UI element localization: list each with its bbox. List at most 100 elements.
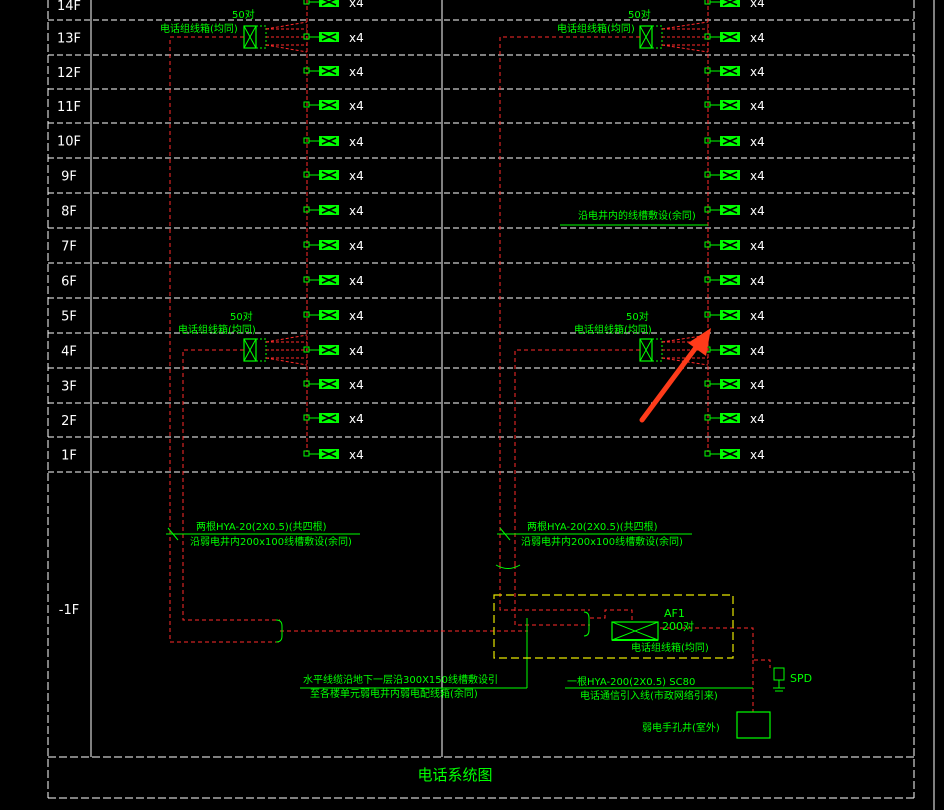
outlet-count-label: x4 bbox=[349, 344, 364, 358]
feed-cable-left-4f bbox=[182, 349, 280, 621]
tray-note: 沿电井内的线槽敷设(余同) bbox=[578, 209, 696, 222]
outlet-count-label: x4 bbox=[349, 31, 364, 45]
floor-label: 9F bbox=[61, 170, 77, 185]
outlet-cross bbox=[722, 137, 738, 145]
outlet-count-label: x4 bbox=[349, 239, 364, 253]
box-branch bbox=[661, 44, 709, 53]
outlet-cross bbox=[722, 450, 738, 458]
outlet-count-label: x4 bbox=[750, 0, 765, 10]
outlet-cross bbox=[321, 450, 337, 458]
outlet-cross bbox=[722, 206, 738, 214]
junction-box-terminal bbox=[255, 338, 267, 362]
box-branch bbox=[265, 357, 308, 366]
feed-cable-right-4f bbox=[514, 349, 640, 565]
junction-box-cross bbox=[243, 338, 257, 362]
outlet-count-label: x4 bbox=[750, 448, 765, 462]
outlet-cross bbox=[321, 276, 337, 284]
outlet-count-label: x4 bbox=[349, 204, 364, 218]
junction-box-terminal bbox=[255, 25, 267, 49]
outlet-count-label: x4 bbox=[349, 135, 364, 149]
equipment-frame bbox=[493, 594, 734, 659]
floor-label: 14F bbox=[57, 0, 81, 14]
outlet-cross bbox=[722, 67, 738, 75]
outlet-count-label: x4 bbox=[750, 31, 765, 45]
pairs-label-13f-right: 50对 bbox=[628, 8, 651, 21]
junction-box-cross bbox=[639, 25, 653, 49]
outlet-count-label: x4 bbox=[750, 239, 765, 253]
red-arrow-icon bbox=[639, 328, 711, 423]
outlet-cross bbox=[722, 311, 738, 319]
outlet-count-label: x4 bbox=[349, 0, 364, 10]
outlet-count-label: x4 bbox=[750, 378, 765, 392]
manhole-label: 弱电手孔井(室外) bbox=[642, 721, 720, 734]
riser-cable-left-1: 两根HYA-20(2X0.5)(共四根) bbox=[196, 520, 327, 533]
riser-cable-left-2: 沿弱电井内200x100线槽敷设(余同) bbox=[190, 535, 352, 548]
box-branch bbox=[661, 334, 709, 343]
diagram-title: 电话系统图 bbox=[417, 766, 492, 784]
outlet-cross bbox=[321, 67, 337, 75]
outlet-cross bbox=[722, 33, 738, 41]
outlet-cross bbox=[321, 0, 337, 6]
outlet-count-label: x4 bbox=[750, 309, 765, 323]
annotation-labels: 电话组线箱(均同) 50对 电话组线箱(均同) 50对 电话组线箱(均同) 50… bbox=[160, 8, 812, 784]
outlet-cross bbox=[321, 380, 337, 388]
outlet-cross bbox=[321, 33, 337, 41]
floor-label: 11F bbox=[57, 100, 81, 115]
outlet-count-label: x4 bbox=[349, 65, 364, 79]
feed-cable-right-down bbox=[499, 565, 590, 611]
junction-box-cross bbox=[639, 338, 653, 362]
outlet-cross bbox=[722, 171, 738, 179]
outlet-cross bbox=[321, 137, 337, 145]
af1-pairs: 200对 bbox=[662, 619, 694, 633]
box-branch bbox=[265, 334, 308, 343]
tick-mark bbox=[167, 527, 179, 541]
outlet-count-label: x4 bbox=[349, 309, 364, 323]
pairs-label-4f-left: 50对 bbox=[230, 310, 253, 323]
outlet-cross bbox=[722, 380, 738, 388]
outlet-count-label: x4 bbox=[750, 204, 765, 218]
outlet-cross bbox=[321, 414, 337, 422]
outlet-count-label: x4 bbox=[750, 135, 765, 149]
outlet-count-label: x4 bbox=[349, 448, 364, 462]
horizontal-cable-note-1: 水平线缆沿地下一层沿300X150线槽敷设引 bbox=[303, 673, 498, 686]
outlet-cross bbox=[722, 346, 738, 354]
telephone-outlet-icon bbox=[720, 0, 740, 7]
junction-box-label-4f-left: 电话组线箱(均同) bbox=[178, 323, 256, 336]
af1-lead bbox=[590, 609, 633, 620]
pairs-label-4f-right: 50对 bbox=[626, 310, 649, 323]
spd-label: SPD bbox=[790, 672, 812, 685]
feed-cable-left-13f bbox=[169, 36, 280, 643]
outlet-cross bbox=[722, 101, 738, 109]
junction-box-label-13f-right: 电话组线箱(均同) bbox=[557, 22, 635, 35]
floor-label: 8F bbox=[61, 205, 77, 220]
outlet-count-label: x4 bbox=[750, 274, 765, 288]
junction-box-label-13f-left: 电话组线箱(均同) bbox=[160, 22, 238, 35]
box-branch bbox=[661, 21, 709, 30]
outlet-count-label: x4 bbox=[750, 169, 765, 183]
floor-grid bbox=[47, 0, 935, 810]
brace-icon bbox=[275, 619, 283, 643]
outlet-cross bbox=[722, 241, 738, 249]
outlet-count-label: x4 bbox=[349, 412, 364, 426]
feed-cable-right-down-2 bbox=[514, 565, 590, 626]
floor-label: -1F bbox=[59, 603, 79, 618]
outlet-count-label: x4 bbox=[750, 99, 765, 113]
incoming-cable-note-1: 一根HYA-200(2X0.5) SC80 bbox=[567, 675, 695, 688]
pairs-label-13f-left: 50对 bbox=[232, 8, 255, 21]
horizontal-cable-note-2: 至各楼单元弱电井内弱电配线箱(余同) bbox=[310, 687, 478, 700]
outlet-count-label: x4 bbox=[750, 412, 765, 426]
spd-icon bbox=[773, 667, 785, 681]
outlet-count-label: x4 bbox=[349, 169, 364, 183]
floor-label: 12F bbox=[57, 66, 81, 81]
outlet-cross bbox=[722, 276, 738, 284]
brace-icon bbox=[495, 564, 521, 569]
outlet-cross bbox=[321, 311, 337, 319]
outlet-cross bbox=[321, 101, 337, 109]
floor-label: 1F bbox=[61, 449, 77, 464]
box-branch bbox=[661, 357, 709, 366]
outlet-cross bbox=[321, 241, 337, 249]
af1-box-cross bbox=[611, 621, 659, 641]
floor-label: 13F bbox=[57, 32, 81, 47]
